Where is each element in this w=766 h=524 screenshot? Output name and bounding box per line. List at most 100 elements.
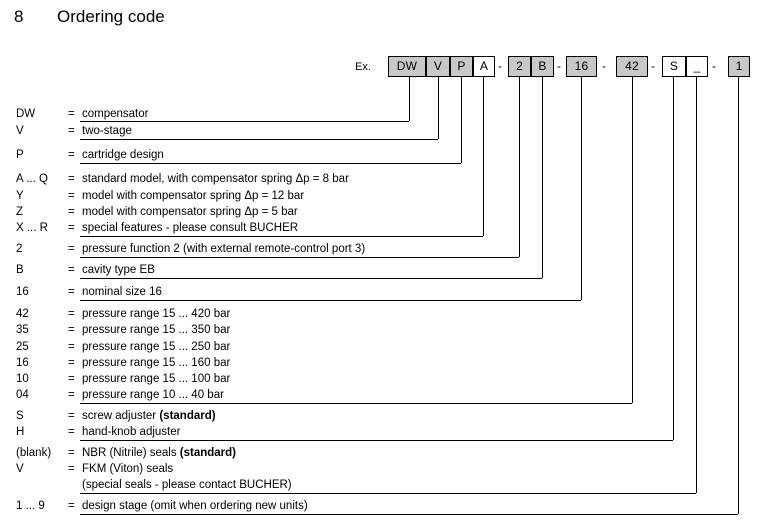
legend-row-value: cartridge design — [82, 149, 164, 161]
legend-row-value: design stage (omit when ordering new uni… — [82, 500, 308, 512]
leader-b-vertical — [542, 77, 543, 278]
legend-row-value: FKM (Viton) seals — [82, 463, 174, 475]
legend-row-equals: = — [68, 243, 75, 255]
legend-row-key: V — [16, 463, 24, 475]
legend-row-equals: = — [68, 125, 75, 137]
code-box-2: 2 — [508, 56, 531, 77]
legend-row-equals: = — [68, 410, 75, 422]
legend-row-value: cavity type EB — [82, 264, 155, 276]
legend-row-value: model with compensator spring Δp = 12 ba… — [82, 190, 305, 202]
legend-row-equals: = — [68, 286, 75, 298]
leader-16-horizontal — [80, 300, 581, 301]
code-box-dw: DW — [388, 56, 426, 77]
leader-b-horizontal — [80, 278, 542, 279]
legend-row-value: pressure range 15 ... 350 bar — [82, 324, 231, 336]
legend-row-value: pressure range 15 ... 160 bar — [82, 357, 231, 369]
heading-number: 8 — [14, 7, 24, 26]
legend-row-value: model with compensator spring Δp = 5 bar — [82, 206, 298, 218]
legend-row-key: 04 — [16, 389, 29, 401]
code-box-a: A — [473, 56, 495, 77]
leader-16-vertical — [581, 77, 582, 300]
legend-row-equals: = — [68, 173, 75, 185]
legend-row-value: standard model, with compensator spring … — [82, 173, 349, 185]
code-box-s: S — [662, 56, 686, 77]
code-box-: _ — [686, 56, 708, 77]
leader-v-horizontal — [80, 139, 438, 140]
legend-row-equals: = — [68, 190, 75, 202]
leader-seals-vertical — [696, 77, 697, 493]
leader-42-vertical — [632, 77, 633, 403]
code-box-42: 42 — [616, 56, 648, 77]
legend-row-equals: = — [68, 308, 75, 320]
legend-row-equals: = — [68, 149, 75, 161]
legend-row-value: pressure range 10 ... 40 bar — [82, 389, 224, 401]
legend-row-key: 16 — [16, 357, 29, 369]
legend-row-value: pressure range 15 ... 100 bar — [82, 373, 231, 385]
legend-row-equals: = — [68, 264, 75, 276]
leader-42-horizontal — [80, 403, 632, 404]
legend-row-equals: = — [68, 357, 75, 369]
leader-2-vertical — [519, 77, 520, 257]
legend-row-key: Z — [16, 206, 24, 218]
legend-row-key: DW — [16, 108, 36, 120]
code-separator: - — [651, 59, 655, 73]
code-box-16: 16 — [566, 56, 597, 77]
legend-row-value: special features - please consult BUCHER — [82, 222, 299, 234]
legend-row-value: compensator — [82, 108, 149, 120]
legend-row-key: 2 — [16, 243, 23, 255]
legend-row-key: V — [16, 125, 24, 137]
legend-row-equals: = — [68, 206, 75, 218]
leader-v-vertical — [438, 77, 439, 139]
leader-2-horizontal — [80, 257, 519, 258]
legend-row-equals: = — [68, 222, 75, 234]
legend-row-value: pressure function 2 (with external remot… — [82, 243, 366, 255]
legend-row-key: 35 — [16, 324, 29, 336]
code-separator: - — [602, 59, 606, 73]
leader-design-horizontal — [80, 514, 738, 515]
legend-row-key: 1 ... 9 — [16, 500, 45, 512]
legend-row-value: pressure range 15 ... 420 bar — [82, 308, 231, 320]
legend-row-value: nominal size 16 — [82, 286, 162, 298]
legend-row-key: 10 — [16, 373, 29, 385]
leader-design-vertical — [738, 77, 739, 514]
legend-row-equals: = — [68, 463, 75, 475]
page-heading: 8 Ordering code — [14, 6, 614, 32]
leader-p-horizontal — [80, 163, 461, 164]
code-box-v: V — [426, 56, 450, 77]
legend-row-key: X ... R — [16, 222, 48, 234]
legend-row-value: screw adjuster (standard) — [82, 410, 216, 422]
legend-row-equals: = — [68, 341, 75, 353]
legend-row-equals: = — [68, 108, 75, 120]
legend-row-equals: = — [68, 389, 75, 401]
code-box-p: P — [450, 56, 473, 77]
legend-row-key: 42 — [16, 308, 29, 320]
legend-row-key: P — [16, 149, 24, 161]
legend-row-value: NBR (Nitrile) seals (standard) — [82, 447, 236, 459]
example-label: Ex. — [355, 61, 371, 73]
legend-row-equals: = — [68, 500, 75, 512]
code-box-b: B — [531, 56, 554, 77]
leader-dw-vertical — [409, 77, 410, 121]
code-box-1: 1 — [728, 56, 750, 77]
legend-row-key: 25 — [16, 341, 29, 353]
legend-row-key: A ... Q — [16, 173, 48, 185]
leader-a-horizontal — [80, 236, 483, 237]
leader-a-vertical — [483, 77, 484, 236]
code-separator: - — [712, 59, 716, 73]
leader-p-vertical — [461, 77, 462, 163]
legend-row-value: hand-knob adjuster — [82, 426, 181, 438]
legend-row-value: two-stage — [82, 125, 132, 137]
legend-row-value: (special seals - please contact BUCHER) — [82, 479, 292, 491]
leader-s-vertical — [673, 77, 674, 440]
legend-row-equals: = — [68, 324, 75, 336]
legend-row-equals: = — [68, 447, 75, 459]
legend-row-key: S — [16, 410, 24, 422]
page-title: Ordering code — [57, 7, 165, 26]
leader-s-horizontal — [80, 440, 673, 441]
legend-row-key: B — [16, 264, 24, 276]
legend-row-equals: = — [68, 426, 75, 438]
code-separator: - — [498, 59, 502, 73]
legend-row-key: H — [16, 426, 25, 438]
leader-seals-horizontal — [80, 493, 696, 494]
